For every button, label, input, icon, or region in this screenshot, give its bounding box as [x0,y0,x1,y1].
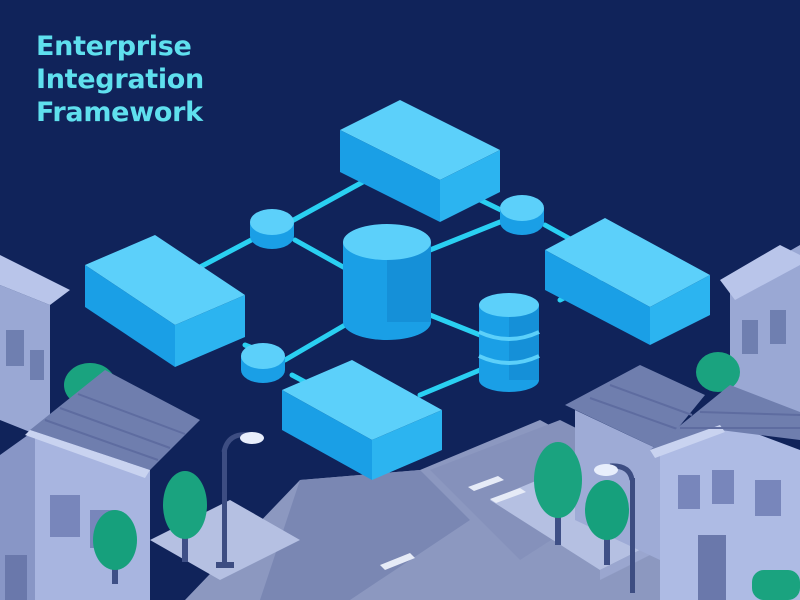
connector-node-icon [241,343,285,383]
connector-node-icon [250,209,294,249]
server-block-icon-left [85,235,245,367]
server-block-icon-top [340,100,500,222]
street-lamp-icon [594,463,635,593]
server-block-icon-right [545,218,710,345]
road-marking [380,553,415,570]
title-line-2: Integration [36,64,204,95]
tree-icon [534,442,800,600]
hero-title: Enterprise Integration Framework [36,30,204,129]
house-icon-right-back [720,245,800,440]
title-line-1: Enterprise [36,31,192,62]
house-icon-left-back [0,255,70,440]
title-line-3: Framework [36,97,203,128]
street-lamp-icon [216,432,264,568]
tree-icon [93,471,207,584]
server-block-icon-bottom [282,360,442,480]
house-icon-right-front [650,385,800,600]
road-marking [490,488,526,503]
connector-node-icon [500,195,544,235]
road-marking [468,476,504,491]
tree-icon [696,352,740,392]
stacked-database-icon [478,293,540,392]
database-cylinder-icon [343,224,431,340]
